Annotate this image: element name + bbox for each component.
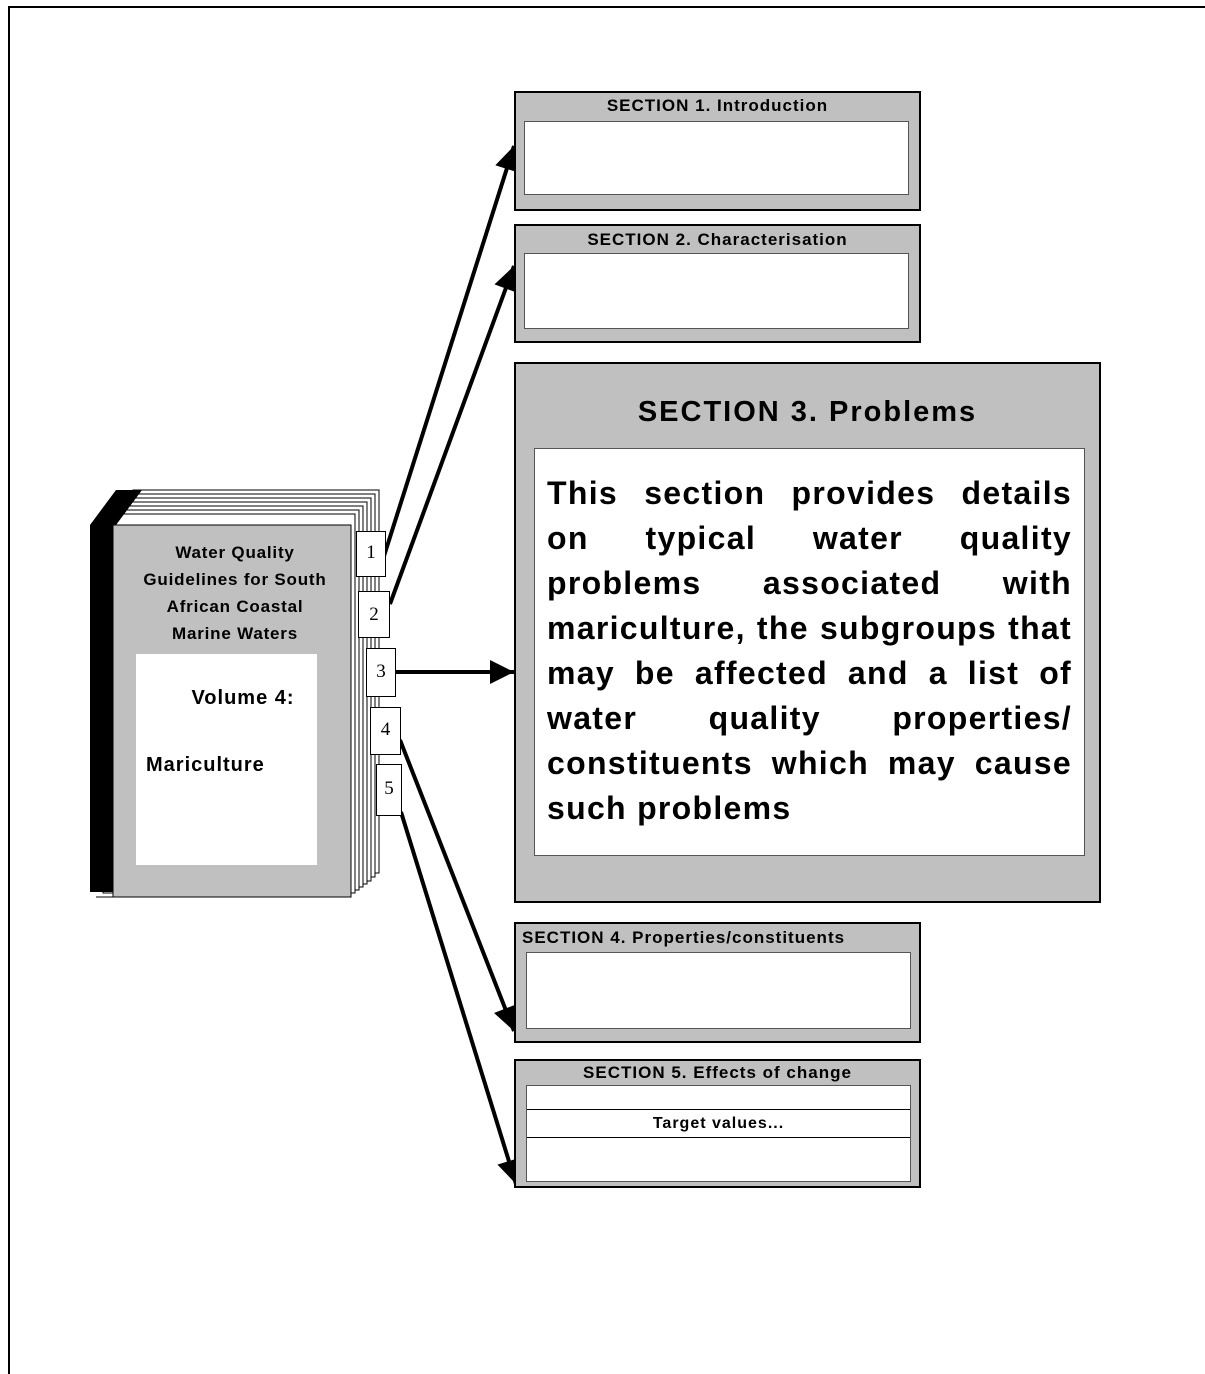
arrow-tab-2 — [388, 265, 517, 605]
section-1-header: SECTION 1. Introduction — [606, 96, 829, 115]
section-3-box: SECTION 3. Problems This section provide… — [514, 362, 1101, 903]
section-4-header: SECTION 4. Properties/constituents — [522, 928, 846, 947]
connector-arrows — [382, 145, 521, 1185]
book-title-line: African Coastal — [166, 597, 304, 616]
page-frame — [8, 6, 1205, 1374]
target-values-label: Target values... — [652, 1115, 785, 1132]
section-2-content — [524, 253, 909, 329]
divider — [527, 1109, 910, 1110]
book-title-line: Marine Waters — [172, 624, 298, 643]
section-4-content — [526, 952, 911, 1029]
section-3-content: This section provides details on typical… — [534, 448, 1085, 856]
book-title-line: Guidelines for South — [143, 570, 327, 589]
section-2-header: SECTION 2. Characterisation — [587, 230, 848, 249]
arrow-tab-5 — [399, 811, 521, 1185]
section-4-box: SECTION 4. Properties/constituents — [514, 922, 921, 1043]
section-5-header: SECTION 5. Effects of change — [583, 1063, 852, 1082]
book-label-panel — [136, 654, 317, 865]
tab-1[interactable]: 1 — [356, 531, 386, 577]
book-subtitle: Mariculture — [146, 754, 265, 776]
book-volume: Volume 4: — [191, 687, 295, 709]
tab-3[interactable]: 3 — [366, 648, 396, 697]
section-1-box: SECTION 1. Introduction — [514, 91, 921, 211]
arrow-tab-4 — [398, 739, 517, 1032]
section-5-content: Target values... — [526, 1085, 911, 1182]
section-3-description: This section provides details on typical… — [547, 475, 1072, 826]
divider — [527, 1137, 910, 1138]
arrow-tab-1 — [382, 145, 519, 557]
section-2-box: SECTION 2. Characterisation — [514, 224, 921, 343]
tab-4[interactable]: 4 — [370, 707, 401, 755]
book-title: Water Quality Guidelines for South Afric… — [117, 539, 353, 647]
tab-5[interactable]: 5 — [376, 764, 402, 816]
section-5-box: SECTION 5. Effects of change Target valu… — [514, 1059, 921, 1188]
section-3-header: SECTION 3. Problems — [637, 396, 978, 428]
tab-2[interactable]: 2 — [358, 591, 390, 638]
book-title-line: Water Quality — [175, 543, 295, 562]
section-1-content — [524, 121, 909, 195]
